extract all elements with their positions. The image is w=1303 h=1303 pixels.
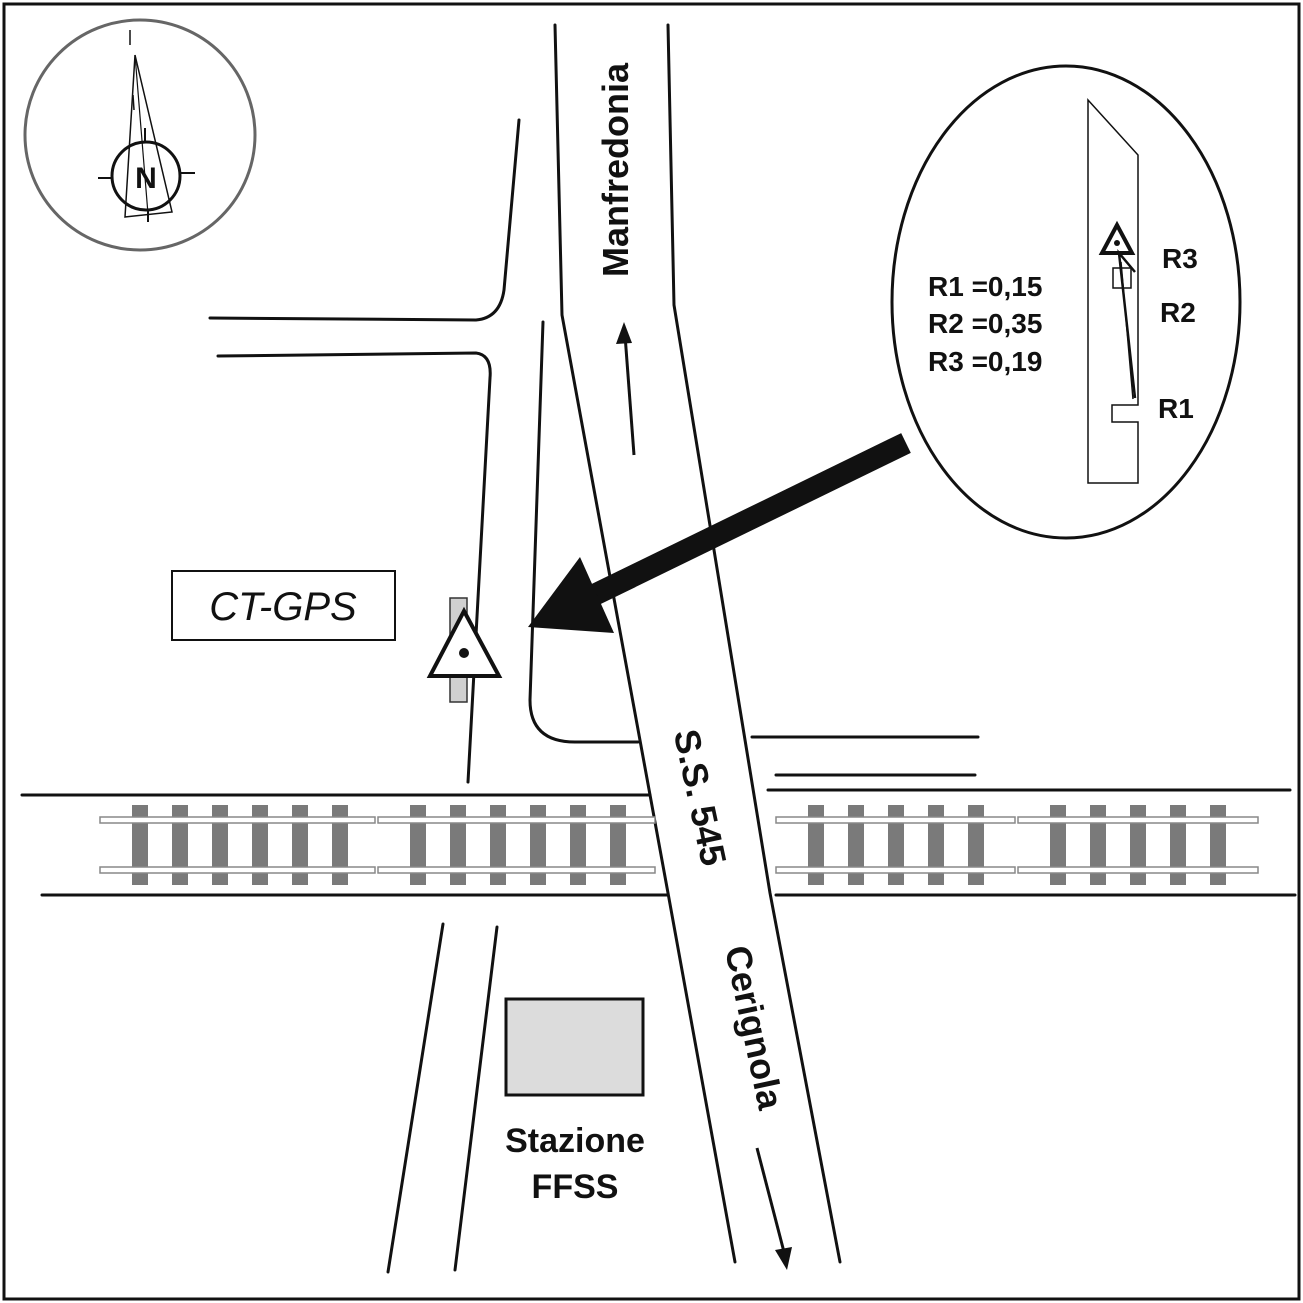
rail-tie xyxy=(1170,805,1186,885)
rail-tie xyxy=(1090,805,1106,885)
rail-tie xyxy=(1210,805,1226,885)
rail-tie xyxy=(450,805,466,885)
rail-tie xyxy=(212,805,228,885)
rail-tie xyxy=(968,805,984,885)
rail-line xyxy=(775,866,1016,874)
rail-tie xyxy=(132,805,148,885)
rail-tie xyxy=(570,805,586,885)
inset-parcel xyxy=(1087,98,1139,484)
south-road-west-edge xyxy=(386,922,445,1274)
rail-tie xyxy=(1130,805,1146,885)
thick-arrow-icon xyxy=(528,433,911,633)
station-label-line2: FFSS xyxy=(532,1168,619,1206)
rail-line xyxy=(377,816,656,824)
label-manfredonia: Manfredonia xyxy=(595,62,636,277)
inset-value-r1: R1 =0,15 xyxy=(928,271,1042,302)
inset-triangle-icon xyxy=(1098,220,1136,255)
rail-tie xyxy=(1050,805,1066,885)
compass-north-label: N xyxy=(135,162,157,195)
rail-line xyxy=(377,866,656,874)
rail-line xyxy=(99,816,376,824)
inset-value-r3: R3 =0,19 xyxy=(928,346,1042,377)
triangle-benchmark-icon xyxy=(426,606,503,678)
rail-tie xyxy=(252,805,268,885)
rail-line xyxy=(1017,866,1259,874)
rail-tie xyxy=(530,805,546,885)
rail-tie xyxy=(928,805,944,885)
rail-tie xyxy=(610,805,626,885)
main-road-east-edge xyxy=(666,23,842,1264)
side-road-lower xyxy=(216,351,492,784)
rail-line xyxy=(99,866,376,874)
site-label-box xyxy=(171,570,396,641)
rail-tie xyxy=(172,805,188,885)
inset-vector-lines xyxy=(1117,249,1137,399)
station-building xyxy=(504,997,645,1097)
site-label: CT-GPS xyxy=(209,585,357,629)
rail-tie xyxy=(410,805,426,885)
railway-tracks xyxy=(99,805,1259,885)
rail-tie xyxy=(332,805,348,885)
rail-line xyxy=(1017,816,1259,824)
arrow-south-icon xyxy=(755,1147,792,1270)
inset-point-r2: R2 xyxy=(1160,297,1196,328)
rail-line xyxy=(775,816,1016,824)
inset-point-r1: R1 xyxy=(1158,393,1194,424)
compass-rose-icon: N xyxy=(23,18,257,252)
station-label-line1: Stazione xyxy=(505,1122,645,1160)
south-road-east-edge xyxy=(453,925,499,1272)
side-road-upper xyxy=(208,118,521,322)
rail-tie xyxy=(848,805,864,885)
rail-tie xyxy=(292,805,308,885)
detail-inset: R1 =0,15 R2 =0,35 R3 =0,19 R3 R2 R1 xyxy=(890,64,1242,540)
rail-tie xyxy=(888,805,904,885)
rail-tie xyxy=(808,805,824,885)
slip-road xyxy=(528,320,640,744)
inset-point-r3: R3 xyxy=(1162,243,1198,274)
main-road-west-edge xyxy=(553,23,737,1264)
arrow-north-icon xyxy=(616,322,636,456)
inset-value-r2: R2 =0,35 xyxy=(928,308,1042,339)
rail-tie xyxy=(490,805,506,885)
